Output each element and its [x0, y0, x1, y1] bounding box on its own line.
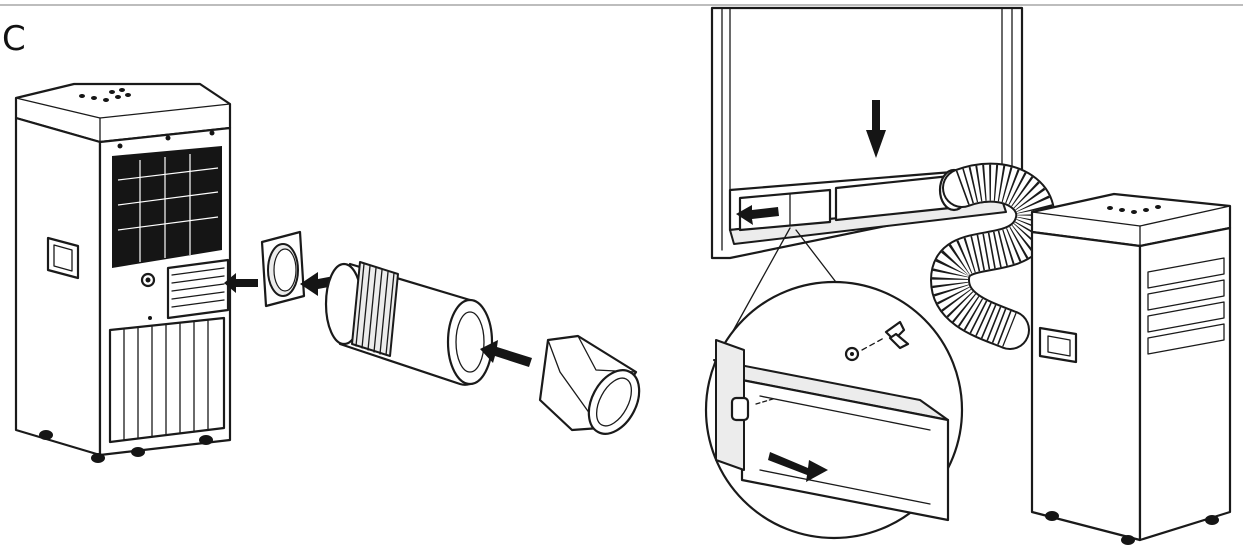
hose-adapter-ring-icon: [260, 230, 306, 308]
slot-icon: [730, 396, 750, 422]
control-panel-icon: [1107, 205, 1161, 214]
direction-arrow-icon: [866, 100, 886, 158]
screw-icon: [844, 320, 910, 362]
exhaust-hose-icon: [929, 162, 1056, 350]
direction-arrow-icon: [224, 273, 258, 293]
exhaust-hose-icon: [324, 261, 494, 386]
control-panel-icon: [79, 88, 131, 102]
direction-arrow-icon: [768, 452, 828, 482]
air-conditioner-right-icon: [1030, 192, 1232, 545]
direction-arrow-icon: [300, 272, 334, 296]
direction-arrow-icon: [736, 205, 779, 225]
step-label: C: [2, 19, 26, 59]
air-conditioner-left-icon: [14, 82, 232, 463]
direction-arrow-icon: [480, 340, 532, 367]
window-slider-kit-icon: [738, 174, 952, 232]
window-frame-icon: [710, 6, 1024, 260]
detail-callout-icon: [704, 227, 964, 540]
window-nozzle-icon: [538, 334, 641, 435]
